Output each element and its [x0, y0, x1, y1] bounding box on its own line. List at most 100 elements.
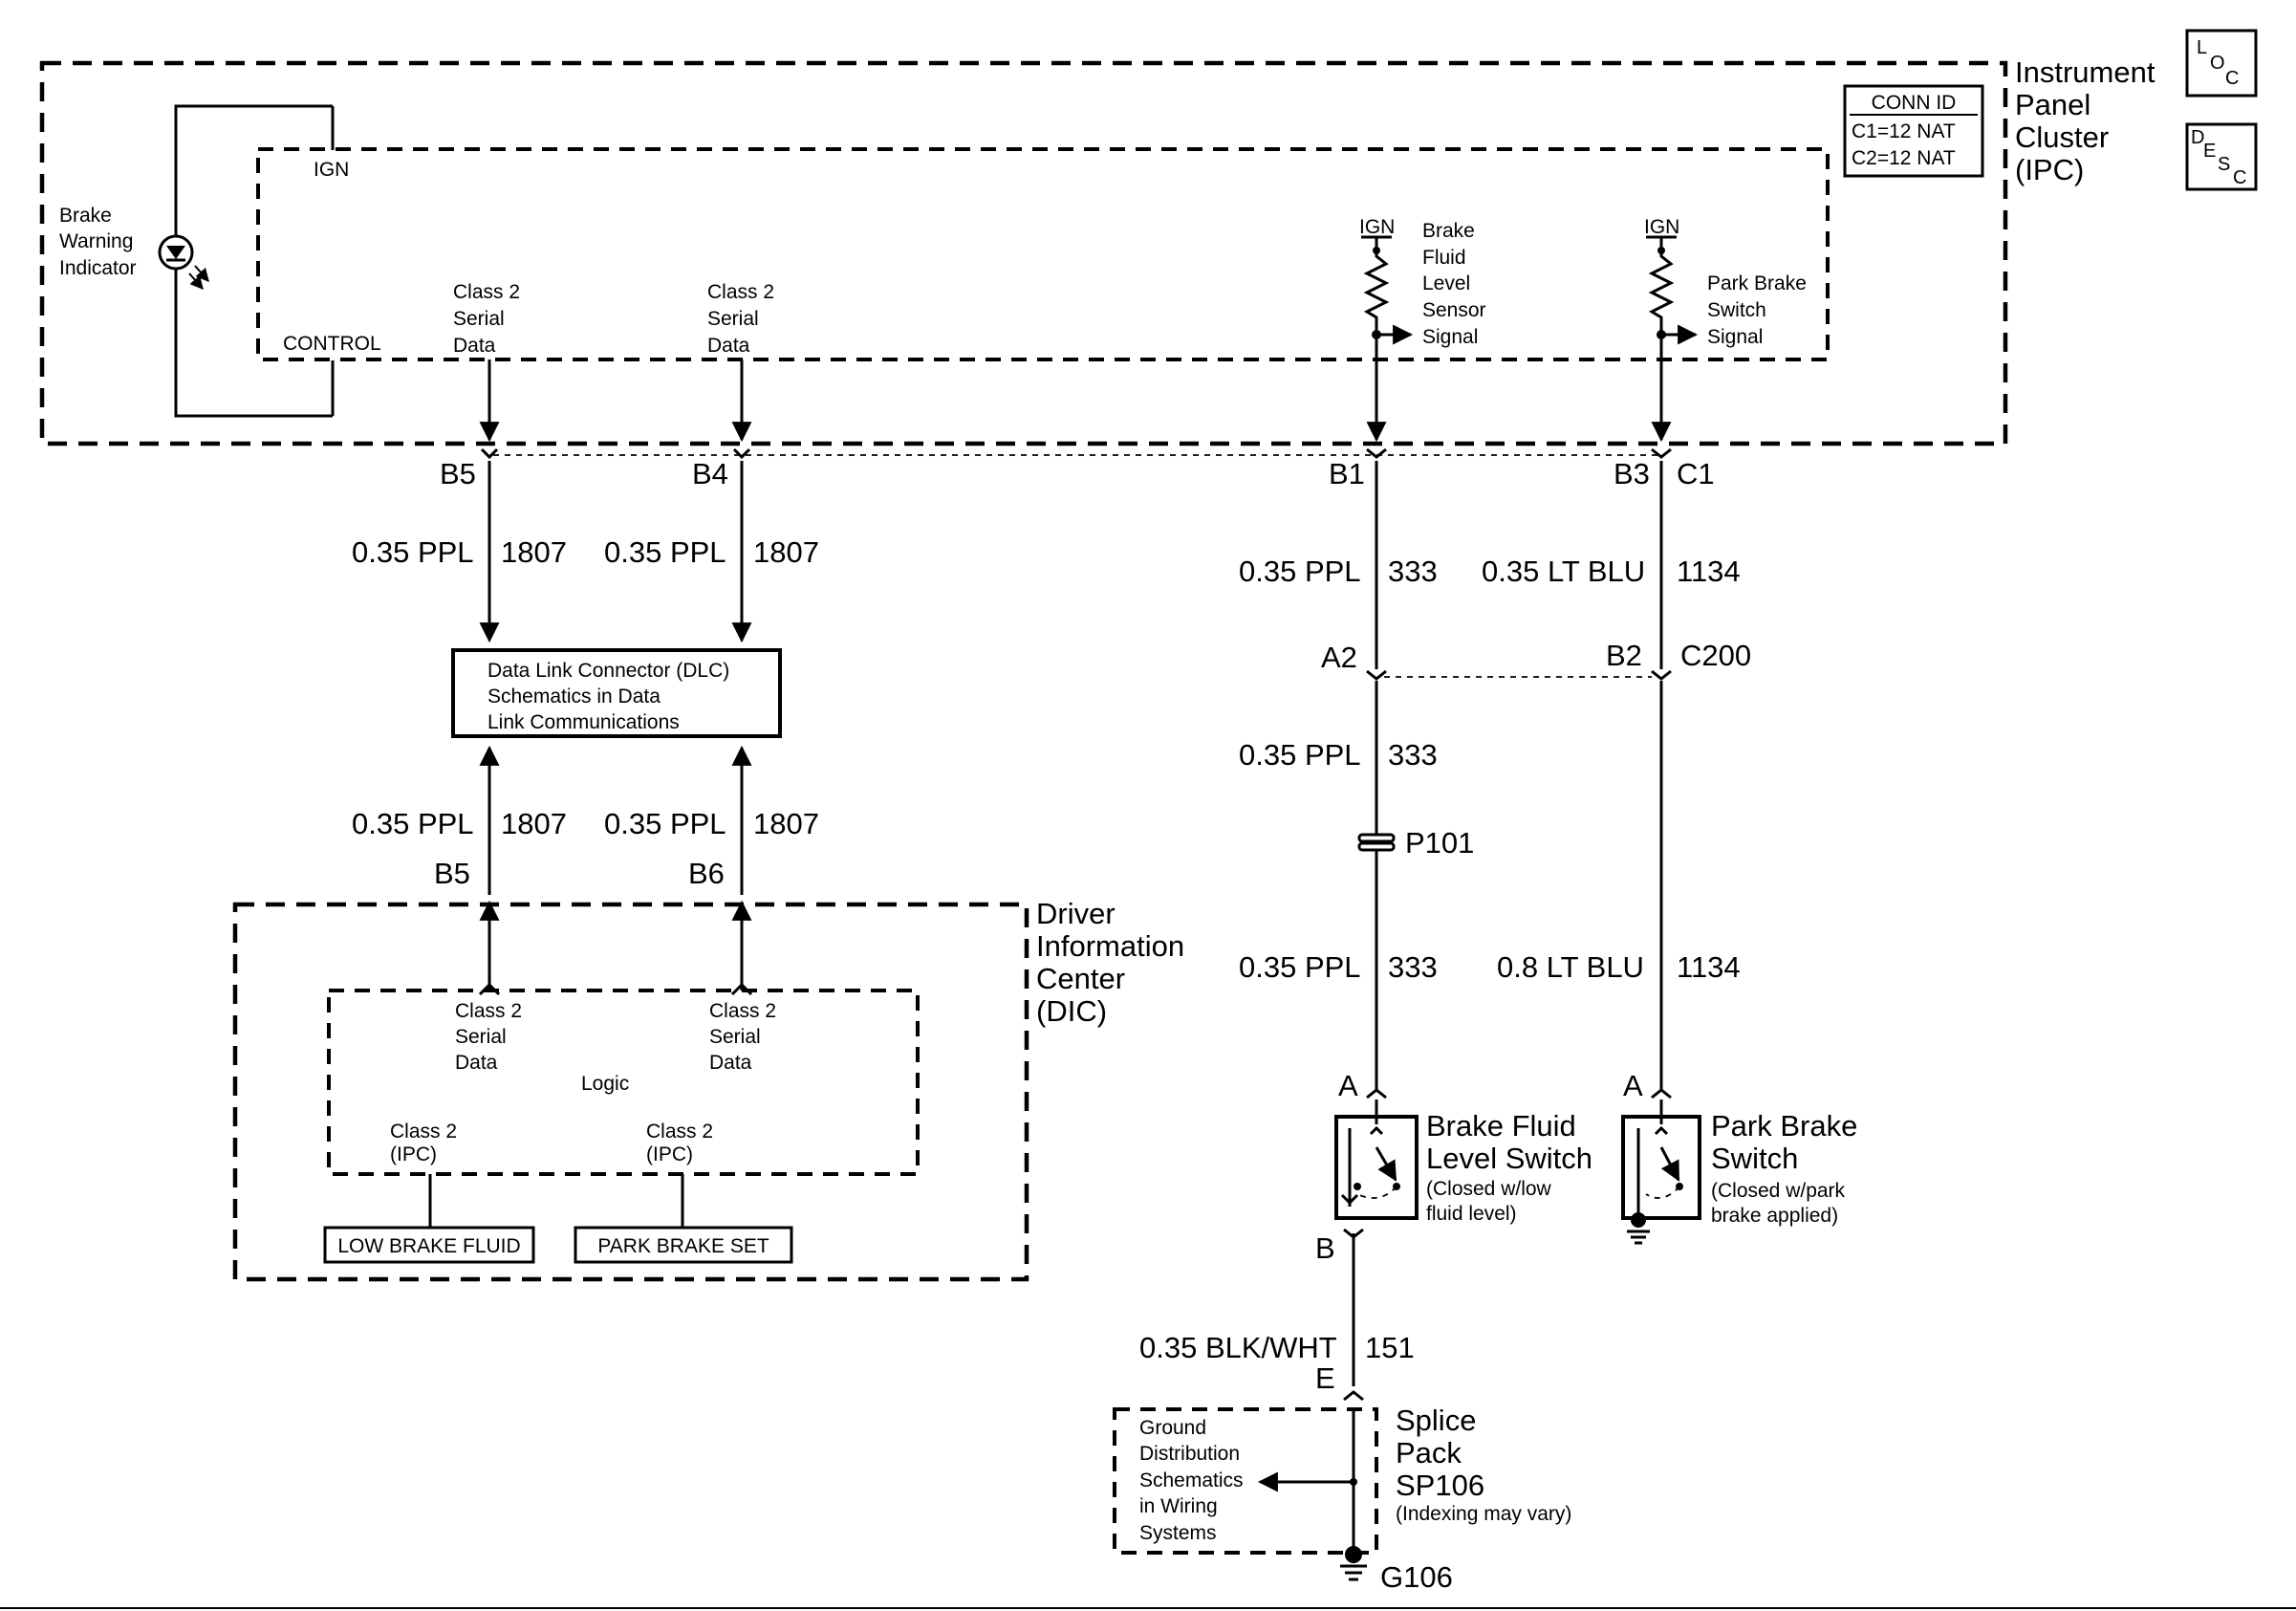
svg-text:Class 2: Class 2 [707, 281, 774, 303]
svg-text:C1=12 NAT: C1=12 NAT [1852, 120, 1956, 142]
svg-text:0.35 PPL: 0.35 PPL [352, 807, 474, 840]
pin-b-brake-fluid: B [1315, 1231, 1335, 1265]
svg-text:151: 151 [1365, 1331, 1415, 1364]
svg-text:C: C [2233, 167, 2246, 188]
control-label: CONTROL [283, 333, 381, 355]
svg-text:0.35 PPL: 0.35 PPL [352, 535, 474, 569]
svg-text:Schematics: Schematics [1139, 1469, 1244, 1491]
svg-text:333: 333 [1388, 950, 1438, 984]
svg-text:in Wiring: in Wiring [1139, 1495, 1218, 1517]
pin-a2: A2 [1321, 641, 1357, 674]
dlc-box[interactable]: Data Link Connector (DLC) Schematics in … [451, 648, 782, 738]
svg-text:(Closed w/low: (Closed w/low [1426, 1178, 1552, 1200]
wire-label-1: 0.35 PPL 1807 [352, 535, 567, 569]
svg-text:Panel: Panel [2015, 88, 2090, 121]
ground-distribution-label[interactable]: Ground Distribution Schematics in Wiring… [1139, 1417, 1244, 1544]
wire-label-9: 0.8 LT BLU 1134 [1497, 950, 1741, 984]
svg-text:Data: Data [455, 1052, 498, 1074]
dic-title: Driver Information Center (DIC) [1036, 897, 1184, 1028]
svg-text:CONN ID: CONN ID [1872, 92, 1957, 114]
park-brake-signal-label: Park Brake Switch Signal [1707, 272, 1807, 348]
svg-text:D: D [2191, 127, 2204, 148]
svg-text:brake applied): brake applied) [1711, 1205, 1838, 1227]
low-brake-fluid-message: LOW BRAKE FLUID [323, 1226, 535, 1264]
brake-fluid-switch-note: (Closed w/low fluid level) [1426, 1178, 1552, 1225]
pin-e-splice: E [1315, 1361, 1335, 1395]
svg-text:0.35 BLK/WHT: 0.35 BLK/WHT [1139, 1331, 1337, 1364]
svg-text:E: E [2203, 141, 2216, 162]
svg-text:Brake Fluid: Brake Fluid [1426, 1109, 1576, 1143]
pin-b3: B3 [1614, 457, 1650, 490]
svg-text:0.35 PPL: 0.35 PPL [1239, 555, 1361, 588]
svg-text:Information: Information [1036, 929, 1184, 963]
svg-text:0.35 PPL: 0.35 PPL [604, 535, 726, 569]
ipc-outline [39, 60, 2008, 446]
svg-text:PARK BRAKE SET: PARK BRAKE SET [597, 1235, 769, 1257]
svg-text:Class 2: Class 2 [646, 1121, 713, 1143]
svg-text:Driver: Driver [1036, 897, 1116, 930]
park-brake-switch-title: Park Brake Switch [1711, 1109, 1857, 1175]
svg-text:Distribution: Distribution [1139, 1443, 1240, 1465]
desc-icon[interactable]: D E S C [2185, 122, 2258, 191]
svg-text:C2=12 NAT: C2=12 NAT [1852, 147, 1956, 169]
svg-text:Brake: Brake [1422, 220, 1475, 242]
svg-text:(IPC): (IPC) [646, 1143, 693, 1165]
ground-g106-icon [1340, 1546, 1367, 1581]
pin-b6-bottom: B6 [688, 857, 725, 890]
dic-ipc-left-label: Class 2 (IPC) [390, 1121, 457, 1165]
sensor-ign-label-2: IGN [1644, 216, 1679, 238]
svg-text:Fluid: Fluid [1422, 247, 1466, 269]
brake-fluid-sensor-label: Brake Fluid Level Sensor Signal [1422, 220, 1486, 348]
pin-a-park-brake: A [1623, 1069, 1643, 1102]
wire-label-6: 0.35 LT BLU 1134 [1482, 555, 1741, 588]
brake-fluid-sensor-circuit [1361, 235, 1414, 345]
svg-text:0.35 PPL: 0.35 PPL [1239, 738, 1361, 772]
svg-text:Instrument: Instrument [2015, 55, 2155, 89]
svg-text:0.35 PPL: 0.35 PPL [604, 807, 726, 840]
svg-text:Switch: Switch [1711, 1142, 1798, 1175]
dic-logic-outline [327, 989, 920, 1176]
svg-text:Cluster: Cluster [2015, 120, 2109, 154]
dic-class2-right-label: Class 2 Serial Data [709, 1000, 776, 1074]
svg-text:Serial: Serial [453, 308, 505, 330]
svg-text:Signal: Signal [1707, 326, 1763, 348]
svg-text:1807: 1807 [501, 807, 567, 840]
p101-label: P101 [1405, 826, 1474, 860]
pin-c200: C200 [1680, 639, 1751, 672]
svg-text:Data: Data [453, 335, 496, 357]
svg-text:1807: 1807 [753, 807, 819, 840]
svg-text:Pack: Pack [1396, 1436, 1462, 1469]
pin-c1: C1 [1677, 457, 1715, 490]
svg-text:(IPC): (IPC) [390, 1143, 437, 1165]
wire-label-5: 0.35 PPL 333 [1239, 555, 1438, 588]
splice-pack-title: Splice Pack SP106 (Indexing may vary) [1396, 1404, 1571, 1525]
svg-text:Serial: Serial [709, 1026, 761, 1048]
dic-ipc-right-label: Class 2 (IPC) [646, 1121, 713, 1165]
sensor-ign-label-1: IGN [1359, 216, 1395, 238]
svg-text:Class 2: Class 2 [453, 281, 520, 303]
loc-icon[interactable]: L O C [2185, 29, 2258, 98]
svg-text:Data: Data [707, 335, 750, 357]
svg-text:Level: Level [1422, 272, 1470, 294]
ipc-class2-right-label: Class 2 Serial Data [707, 281, 774, 357]
svg-text:Park Brake: Park Brake [1711, 1109, 1857, 1143]
svg-text:(Closed w/park: (Closed w/park [1711, 1180, 1846, 1202]
dic-class2-left-label: Class 2 Serial Data [455, 1000, 522, 1074]
park-brake-switch-note: (Closed w/park brake applied) [1711, 1180, 1846, 1227]
ipc-inner-outline [256, 147, 1830, 361]
svg-text:Level Switch: Level Switch [1426, 1142, 1592, 1175]
svg-text:1134: 1134 [1677, 555, 1741, 588]
pin-b4-top: B4 [692, 457, 728, 490]
g106-label: G106 [1380, 1560, 1453, 1594]
svg-text:(Indexing may vary): (Indexing may vary) [1396, 1503, 1571, 1525]
svg-text:Switch: Switch [1707, 299, 1766, 321]
svg-text:Link Communications: Link Communications [487, 711, 680, 733]
splice-junction [1350, 1478, 1357, 1486]
pin-b2: B2 [1606, 639, 1642, 672]
svg-text:fluid level): fluid level) [1426, 1203, 1517, 1225]
svg-text:C: C [2225, 68, 2239, 89]
svg-text:1807: 1807 [501, 535, 567, 569]
park-brake-set-message: PARK BRAKE SET [574, 1226, 793, 1264]
svg-text:333: 333 [1388, 555, 1438, 588]
